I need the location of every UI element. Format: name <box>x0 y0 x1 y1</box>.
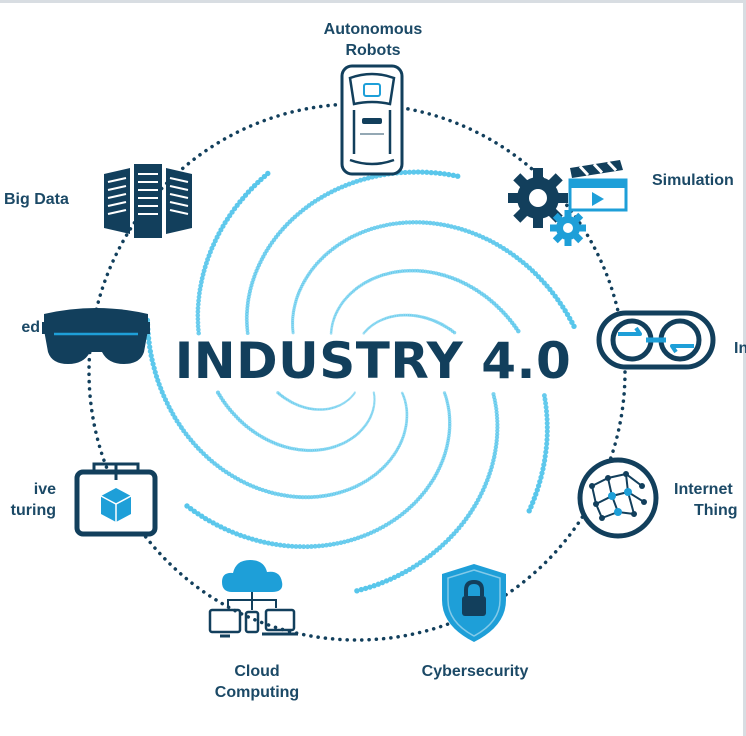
label-cloud: Cloud Computing <box>190 661 324 703</box>
label-cloud-line2: Computing <box>214 684 300 701</box>
frame-edge-right <box>743 0 746 736</box>
label-cybersecurity: Cybersecurity <box>402 661 548 682</box>
label-autonomous-robots: Autonomous Robots <box>300 19 446 61</box>
vr-headset-icon <box>42 308 150 364</box>
shield-lock-icon <box>442 564 506 642</box>
label-additive-line1: ive <box>33 481 56 498</box>
label-augmented: ed <box>0 317 40 338</box>
label-integration: In <box>734 338 746 359</box>
chain-link-icon <box>596 310 716 370</box>
label-simulation-line1: Simulation <box>652 172 734 189</box>
label-autonomous-robots-line2: Robots <box>345 42 401 59</box>
page-title: INDUSTRY 4.0 <box>174 332 572 390</box>
label-additive-line2: turing <box>10 502 56 519</box>
label-simulation: Simulation <box>652 170 734 191</box>
label-autonomous-robots-line1: Autonomous <box>323 21 423 38</box>
label-iot-line2: Thing <box>694 502 738 519</box>
cloud-devices-icon <box>208 560 298 638</box>
label-iot-line1: Internet <box>674 481 733 498</box>
label-iot: Internet Thing <box>674 479 738 521</box>
label-additive: ive turing <box>0 479 56 521</box>
label-cloud-line1: Cloud <box>234 663 280 680</box>
server-rack-icon <box>104 164 192 238</box>
frame-edge-top <box>0 0 746 3</box>
gear-clapper-icon <box>508 160 628 246</box>
label-integration-line1: In <box>734 340 746 357</box>
3d-printer-icon <box>74 462 158 537</box>
label-big-data-line1: Big Data <box>4 191 69 208</box>
label-augmented-line1: ed <box>21 319 40 336</box>
vehicle-icon <box>340 64 404 176</box>
network-globe-icon <box>577 457 659 539</box>
label-big-data: Big Data <box>4 189 69 210</box>
label-cybersecurity-line1: Cybersecurity <box>421 663 529 680</box>
